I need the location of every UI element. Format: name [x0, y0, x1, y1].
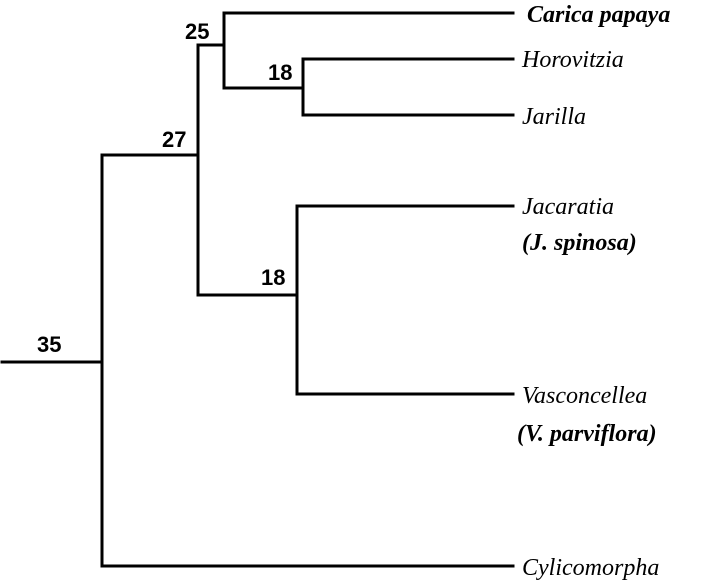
- taxon-vasconcellea: Vasconcellea: [522, 383, 647, 409]
- taxon-horovitzia: Horovitzia: [521, 47, 624, 73]
- node-label-papaya-clade: 25: [185, 19, 209, 44]
- node-label-jacaratia-clade: 18: [261, 265, 285, 290]
- taxon-jacaratia-species: (J. spinosa): [522, 230, 637, 256]
- taxon-cylicomorpha: Cylicomorpha: [522, 555, 659, 581]
- taxon-jarilla: Jarilla: [522, 104, 586, 130]
- taxon-carica-papaya: Carica papaya: [527, 2, 670, 28]
- taxon-vasconcellea-species: (V. parviflora): [517, 421, 657, 447]
- taxon-jacaratia: Jacaratia: [522, 194, 614, 220]
- node-label-horovitzia-clade: 18: [268, 60, 292, 85]
- node-label-root: 35: [37, 332, 61, 357]
- node-label-ingroup: 27: [162, 127, 186, 152]
